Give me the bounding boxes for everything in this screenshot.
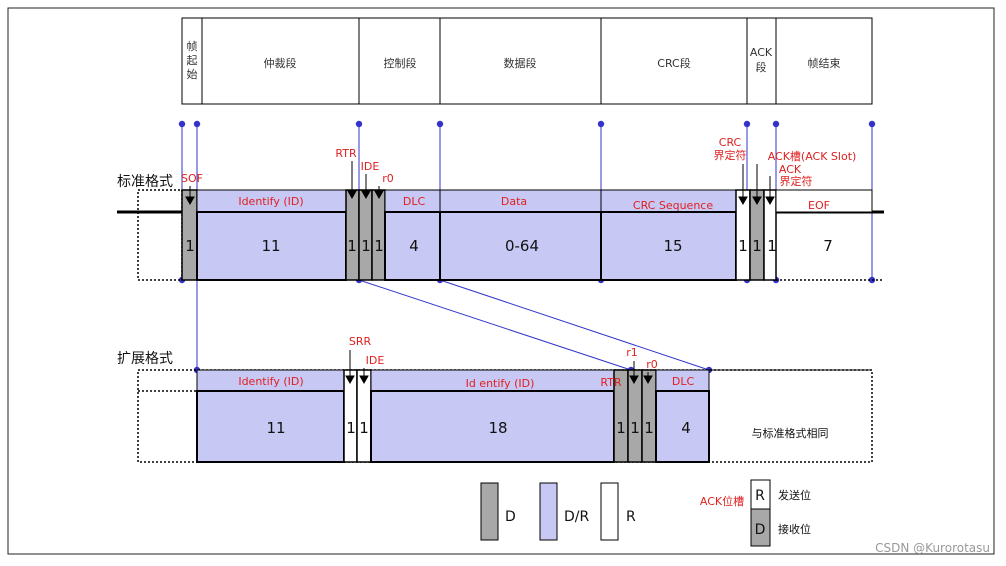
ext-bits-r0: 1 bbox=[644, 419, 654, 437]
legend-recv-letter: D bbox=[755, 522, 766, 538]
legend-swatch-dr bbox=[539, 482, 558, 541]
ext-field-identify-18 bbox=[370, 390, 615, 463]
standard-arrows bbox=[185, 161, 775, 206]
seg-label-crc: CRC段 bbox=[657, 56, 690, 70]
ext-callout-srr: SRR bbox=[349, 335, 372, 348]
ext-field-identify bbox=[196, 390, 345, 463]
field-r0 bbox=[371, 189, 386, 281]
callout-crc-delim-1: CRC bbox=[719, 136, 742, 149]
field-crc-sequence bbox=[600, 211, 737, 281]
bits-id: 11 bbox=[261, 237, 280, 255]
callout-ack-slot: ACK槽(ACK Slot) bbox=[768, 150, 857, 163]
callout-ack-delim-2: 界定符 bbox=[780, 174, 813, 188]
callout-rtr: RTR bbox=[335, 147, 357, 160]
legend-ack-slot-label: ACK位槽 bbox=[700, 494, 744, 508]
ext-label-same-as-standard: 与标准格式相同 bbox=[752, 426, 829, 440]
callout-r0: r0 bbox=[382, 172, 394, 185]
seg-label-arbitration: 仲裁段 bbox=[264, 56, 297, 70]
legend-recv-text: 接收位 bbox=[778, 522, 811, 536]
legend-recv-box bbox=[750, 508, 771, 547]
bits-r0: 1 bbox=[374, 237, 384, 255]
extended-format-row: 扩展格式 Identify (ID) Id entify (ID) DLC 与标… bbox=[117, 335, 873, 463]
standard-format-row: 标准格式 Identify (ID) DLC Data bbox=[117, 136, 884, 281]
legend-send-letter: R bbox=[755, 488, 765, 504]
field-rtr bbox=[345, 189, 360, 281]
seg-box-data bbox=[439, 17, 602, 105]
seg-box-crc bbox=[600, 17, 748, 105]
ext-field-dlc bbox=[655, 390, 710, 463]
bits-rtr: 1 bbox=[347, 237, 357, 255]
bits-ack-delim: 1 bbox=[767, 237, 777, 255]
ext-bits-r1: 1 bbox=[630, 419, 640, 437]
seg-box-eof bbox=[775, 17, 873, 105]
ext-bits-id: 11 bbox=[266, 419, 285, 437]
bits-ack-slot: 1 bbox=[752, 237, 762, 255]
legend-send-text: 发送位 bbox=[778, 488, 811, 502]
standard-row-label: 标准格式 bbox=[117, 174, 173, 190]
label-eof: EOF bbox=[808, 199, 830, 212]
seg-label-eof: 帧结束 bbox=[808, 56, 841, 70]
ext-field-r1 bbox=[627, 369, 643, 463]
seg-label-ack-2: 段 bbox=[756, 60, 767, 74]
ext-bits-ide: 1 bbox=[359, 419, 369, 437]
label-crc-sequence: CRC Sequence bbox=[633, 199, 713, 212]
legend-swatch-r bbox=[600, 482, 619, 541]
bits-crc-delim: 1 bbox=[738, 237, 748, 255]
ext-callout-ide: IDE bbox=[366, 354, 385, 367]
ext-callout-r0: r0 bbox=[646, 358, 658, 371]
callout-crc-delim-2: 界定符 bbox=[714, 148, 747, 162]
extended-arrows bbox=[345, 350, 653, 385]
seg-label-sof-2: 起 bbox=[187, 54, 198, 67]
seg-box-ack bbox=[746, 17, 777, 105]
ext-label-dlc: DLC bbox=[672, 375, 695, 388]
ext-bits-id2: 18 bbox=[488, 419, 507, 437]
ext-bits-dlc: 4 bbox=[681, 419, 691, 437]
bits-dlc: 4 bbox=[409, 237, 419, 255]
ext-bits-rtr: 1 bbox=[616, 419, 626, 437]
legend: D D/R R ACK位槽 R D 发送位 接收位 bbox=[480, 479, 811, 547]
ext-field-r0 bbox=[641, 369, 657, 463]
legend-swatch-d bbox=[480, 482, 499, 541]
callout-ack-delim-1: ACK bbox=[779, 163, 802, 176]
extended-row-label: 扩展格式 bbox=[117, 351, 173, 367]
callout-ide: IDE bbox=[361, 160, 380, 173]
bits-crc: 15 bbox=[663, 237, 682, 255]
seg-label-ack-1: ACK bbox=[750, 46, 773, 59]
seg-label-sof-3: 始 bbox=[187, 67, 198, 81]
field-data bbox=[439, 211, 602, 281]
seg-label-control: 控制段 bbox=[384, 56, 417, 70]
label-data: Data bbox=[501, 195, 527, 208]
legend-label-dr: D/R bbox=[564, 509, 589, 525]
segment-header: 帧 起 始 仲裁段 控制段 数据段 CRC段 ACK 段 帧结束 bbox=[181, 17, 873, 105]
field-identify bbox=[196, 211, 347, 281]
ext-field-srr bbox=[343, 369, 358, 463]
bits-eof: 7 bbox=[823, 237, 833, 255]
seg-box-arbitration bbox=[201, 17, 360, 105]
ext-callout-r1: r1 bbox=[626, 346, 638, 359]
seg-box-control bbox=[358, 17, 441, 105]
ext-label-identify-2: Id entify (ID) bbox=[466, 377, 535, 390]
ext-label-identify: Identify (ID) bbox=[238, 375, 303, 388]
label-identify: Identify (ID) bbox=[238, 195, 303, 208]
bits-ide: 1 bbox=[361, 237, 371, 255]
bits-data: 0-64 bbox=[505, 237, 539, 255]
bits-sof: 1 bbox=[185, 237, 195, 255]
legend-label-d: D bbox=[505, 509, 516, 525]
seg-label-data: 数据段 bbox=[504, 56, 537, 70]
field-ide bbox=[358, 189, 373, 281]
outer-frame bbox=[7, 7, 995, 555]
field-dlc bbox=[384, 211, 441, 281]
label-dlc: DLC bbox=[403, 195, 426, 208]
watermark: CSDN @Kurorotasu bbox=[875, 541, 990, 555]
seg-label-sof-1: 帧 bbox=[187, 39, 198, 53]
ext-bits-srr: 1 bbox=[346, 419, 356, 437]
legend-label-r: R bbox=[626, 509, 636, 525]
callout-sof: SOF bbox=[181, 172, 203, 185]
field-eof bbox=[775, 189, 873, 213]
idle-box-left-standard bbox=[137, 189, 183, 281]
ext-callout-rtr: RTR bbox=[600, 376, 622, 389]
